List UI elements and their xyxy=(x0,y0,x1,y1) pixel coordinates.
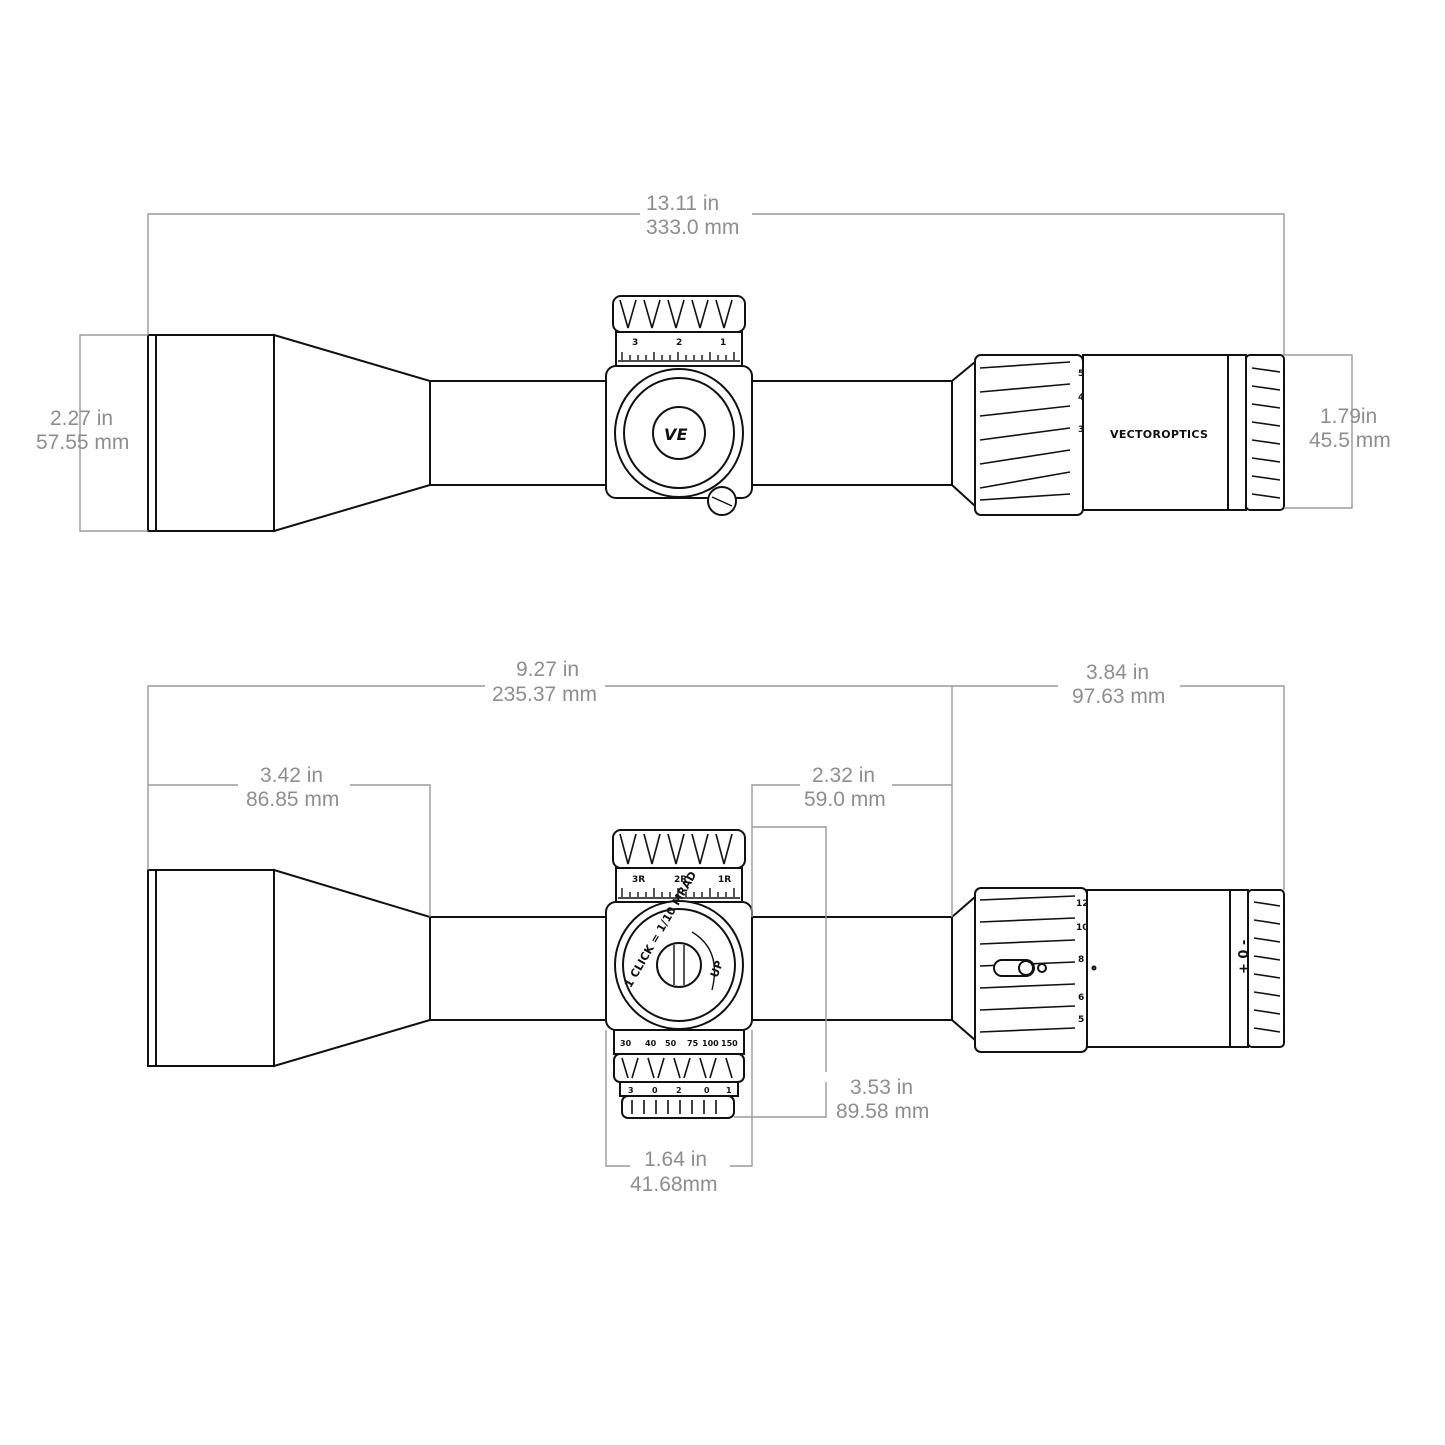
illumination-knob-groove xyxy=(711,496,733,507)
elevation-turret-ribs xyxy=(619,299,733,329)
illumination-1: 1 xyxy=(726,1086,732,1095)
tube-to-ocular-mm: 235.37 mm xyxy=(492,683,597,706)
illumination-3: 3 xyxy=(628,1086,634,1095)
ocular-housing xyxy=(1082,354,1229,511)
ocular-length-in: 3.84 in xyxy=(1086,661,1149,684)
parallax-75: 75 xyxy=(687,1039,699,1048)
objective-taper xyxy=(273,333,431,533)
eyepiece-ring xyxy=(1245,354,1285,511)
windage-scale-1r: 1R xyxy=(718,875,731,885)
tube-to-ocular-in: 9.27 in xyxy=(516,658,579,681)
magnification-mark-5b: 5 xyxy=(1078,1015,1084,1025)
eyepiece-ribs xyxy=(1251,367,1281,499)
objective-bell-front-2 xyxy=(155,869,275,1067)
magnification-mark-10: 10 xyxy=(1076,923,1089,933)
parallax-150: 150 xyxy=(721,1039,738,1048)
overall-length-in: 13.11 in xyxy=(646,192,719,215)
elevation-turret-screw xyxy=(656,942,702,988)
objective-diameter-mm: 57.55 mm xyxy=(36,431,129,454)
side-focus-knob-cap xyxy=(652,406,706,460)
windage-scale-2r: 2R xyxy=(674,875,687,885)
logo-icon: VE xyxy=(664,425,688,444)
magnification-mark-3: 3 xyxy=(1078,425,1084,435)
main-tube-front xyxy=(429,380,607,486)
rear-tube-in: 2.32 in xyxy=(812,764,875,787)
objective-lens-ring xyxy=(147,334,157,532)
eyepiece-ribs-2 xyxy=(1253,901,1281,1033)
saddle-width-in: 1.64 in xyxy=(644,1148,707,1171)
objective-bell-in: 3.42 in xyxy=(260,764,323,787)
magnification-ring-ribs xyxy=(979,361,1071,501)
parallax-30: 30 xyxy=(620,1039,632,1048)
rear-tube-mm: 59.0 mm xyxy=(804,788,886,811)
throw-lever-dot xyxy=(1037,963,1047,973)
main-tube-rear-2 xyxy=(751,916,953,1021)
parallax-50: 50 xyxy=(665,1039,677,1048)
parallax-knob-ribs xyxy=(621,1057,733,1079)
turret-direction-up: UP xyxy=(708,959,726,979)
objective-bell-front xyxy=(155,334,275,532)
overall-length-mm: 333.0 mm xyxy=(646,216,739,239)
scope-side-view: 3 2 1 VE 5 4 3 VECTOROPTICS xyxy=(147,295,1285,533)
ocular-front-taper xyxy=(951,359,976,509)
illumination-0a: 0 xyxy=(652,1086,658,1095)
magnification-mark-4: 4 xyxy=(1078,393,1084,403)
ocular-index-dot xyxy=(1091,965,1097,971)
turret-height-mm: 89.58 mm xyxy=(836,1100,929,1123)
objective-lens-ring-2 xyxy=(147,869,157,1067)
windage-scale-3r: 3R xyxy=(632,875,645,885)
parallax-40: 40 xyxy=(645,1039,657,1048)
bottom-dimensions: 9.27 in 235.37 mm 3.84 in 97.63 mm 3.42 … xyxy=(147,658,1285,1196)
magnification-mark-6: 6 xyxy=(1078,993,1084,1003)
elevation-scale-3: 3 xyxy=(632,338,638,348)
windage-turret-ribs xyxy=(619,833,733,865)
illumination-2: 2 xyxy=(676,1086,682,1095)
objective-bell-mm: 86.85 mm xyxy=(246,788,339,811)
eyepiece-diameter-mm: 45.5 mm xyxy=(1309,429,1391,452)
ocular-length-mm: 97.63 mm xyxy=(1072,685,1165,708)
saddle-width-mm: 41.68mm xyxy=(630,1173,718,1196)
magnification-ring xyxy=(974,354,1084,516)
main-tube-front-2 xyxy=(429,916,607,1021)
parallax-knob xyxy=(613,1053,745,1083)
objective-taper-2 xyxy=(273,868,431,1068)
magnification-mark-12: 12 xyxy=(1076,899,1089,909)
top-dimensions: 13.11 in 333.0 mm 2.27 in 57.55 mm 1.79i… xyxy=(36,192,1391,532)
illumination-knob-top xyxy=(621,1095,735,1119)
elevation-scale-2: 2 xyxy=(676,338,682,348)
windage-scale-ticks xyxy=(618,888,740,899)
magnification-mark-8: 8 xyxy=(1078,955,1084,965)
parallax-100: 100 xyxy=(702,1039,719,1048)
windage-scale-ring xyxy=(615,867,743,903)
ocular-band xyxy=(1227,354,1247,511)
objective-diameter-in: 2.27 in xyxy=(50,407,113,430)
magnification-mark-5: 5 xyxy=(1078,369,1084,379)
eyepiece-diameter-in: 1.79in xyxy=(1320,405,1377,428)
illumination-knob-ribs xyxy=(631,1100,717,1114)
eyepiece-ring-2 xyxy=(1247,889,1285,1048)
elevation-turret-slot xyxy=(673,945,685,985)
ocular-housing-2 xyxy=(1086,889,1231,1048)
ocular-front-taper-2 xyxy=(951,894,976,1043)
main-tube-rear xyxy=(751,380,953,486)
turret-direction-arrow xyxy=(691,931,716,991)
scope-top-view: 3R 2R 1R 1 CLICK = 1/10 MRAD UP 30 40 50… xyxy=(147,829,1285,1119)
brand-logo: VECTOROPTICS xyxy=(1110,428,1208,441)
elevation-scale-ticks xyxy=(618,352,740,362)
elevation-scale-1: 1 xyxy=(720,338,726,348)
throw-lever-screw xyxy=(1018,960,1034,976)
illumination-0b: 0 xyxy=(704,1086,710,1095)
turret-height-in: 3.53 in xyxy=(850,1076,913,1099)
